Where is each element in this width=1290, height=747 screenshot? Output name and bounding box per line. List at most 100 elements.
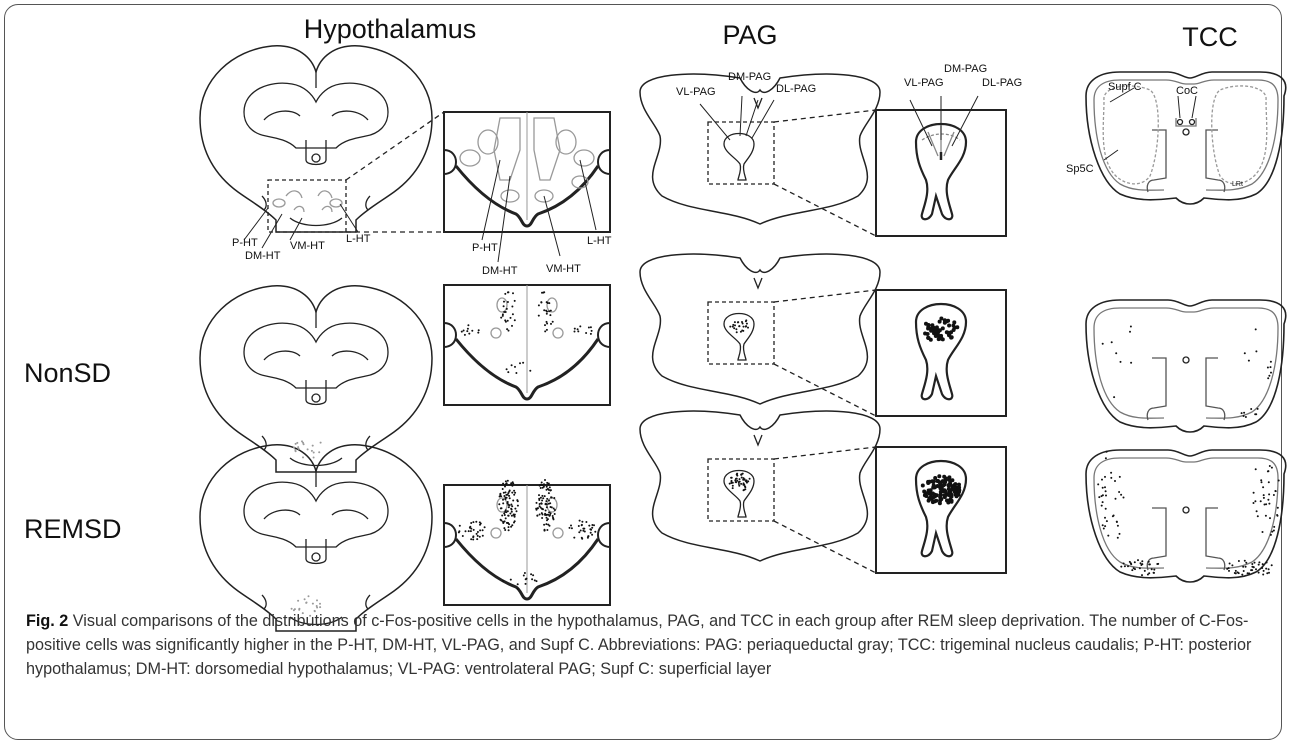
figure-panels: P-HT DM-HT VM-HT L-HT P-HT DM-HT VM-HT L… — [0, 0, 1290, 640]
cell-dot — [949, 492, 953, 496]
cell-dot — [301, 440, 303, 442]
cell-dot — [1265, 503, 1267, 505]
cell-dot — [1243, 415, 1245, 417]
cell-dot — [530, 573, 532, 575]
cell-dot — [507, 371, 509, 373]
cell-dot — [1137, 559, 1139, 561]
cell-dot — [505, 321, 507, 323]
cell-dot — [739, 481, 741, 483]
cell-dot — [505, 311, 507, 313]
cell-dot — [465, 530, 467, 532]
cell-dot — [590, 326, 592, 328]
cell-dot — [1255, 350, 1257, 352]
cell-dot — [1123, 497, 1125, 499]
label-dm-ht-small: DM-HT — [245, 250, 281, 262]
cell-dot — [540, 497, 542, 499]
cell-dot — [537, 507, 539, 509]
cell-dot — [467, 328, 469, 330]
cell-dot — [541, 508, 543, 510]
cell-dot — [545, 310, 547, 312]
cell-dot — [544, 530, 546, 532]
cell-dot — [295, 450, 297, 452]
cell-dot — [578, 525, 580, 527]
cell-dot — [736, 478, 738, 480]
cell-dot — [570, 525, 572, 527]
cell-dot — [549, 314, 551, 316]
cell-dot — [546, 498, 548, 500]
label-supf-c: Supf C — [1108, 81, 1142, 93]
cell-dot — [462, 535, 464, 537]
cell-dot — [952, 328, 956, 332]
cell-dot — [531, 578, 533, 580]
cell-dot — [548, 310, 550, 312]
cell-dot — [1244, 352, 1246, 354]
cell-dot — [513, 522, 515, 524]
label-dm-ht-zoom: DM-HT — [482, 265, 518, 277]
row1-pag-midbrain — [640, 74, 880, 236]
cell-dot — [1228, 570, 1230, 572]
cell-dot — [508, 504, 510, 506]
cell-dot — [524, 572, 526, 574]
label-dl-pag-small: DL-PAG — [776, 83, 816, 95]
cell-dot — [511, 515, 513, 517]
cell-dot — [476, 538, 478, 540]
cell-dot — [937, 474, 941, 478]
cell-dot — [1257, 515, 1259, 517]
cell-dot — [542, 487, 544, 489]
cell-dot — [584, 531, 586, 533]
cell-dot — [546, 301, 548, 303]
cell-dot — [514, 514, 516, 516]
cell-dot — [313, 457, 315, 459]
cell-dot — [945, 319, 949, 323]
cell-dot — [738, 483, 740, 485]
cell-dot — [499, 496, 501, 498]
cell-dot — [505, 491, 507, 493]
cell-dot — [926, 332, 930, 336]
cell-dot — [507, 494, 509, 496]
cell-dot — [1130, 563, 1132, 565]
cell-dot — [591, 524, 593, 526]
label-vl-pag-zoom: VL-PAG — [904, 77, 944, 89]
cell-dot — [1111, 341, 1113, 343]
cell-dot — [470, 528, 472, 530]
cell-dot — [552, 321, 554, 323]
cell-dot — [307, 448, 309, 450]
cell-dot — [544, 330, 546, 332]
cell-dot — [502, 580, 504, 582]
cell-dot — [1237, 571, 1239, 573]
cell-dot — [1141, 563, 1143, 565]
cell-dot — [1105, 457, 1107, 459]
label-vm-ht-small: VM-HT — [290, 240, 325, 252]
cell-dot — [931, 492, 935, 496]
cell-dot — [1269, 517, 1271, 519]
cell-dot — [1148, 563, 1150, 565]
cell-dot — [1258, 561, 1260, 563]
cell-dot — [935, 325, 939, 329]
cell-dot — [548, 492, 550, 494]
cell-dot — [473, 529, 475, 531]
label-dl-pag-zoom: DL-PAG — [982, 77, 1022, 89]
cell-dot — [511, 306, 513, 308]
cell-dot — [1106, 451, 1108, 453]
cell-dot — [732, 324, 734, 326]
label-vm-ht-zoom: VM-HT — [546, 263, 581, 275]
cell-dot — [512, 313, 514, 315]
cell-dot — [1270, 534, 1272, 536]
cell-dot — [541, 503, 543, 505]
cell-dot — [545, 523, 547, 525]
row1-hypothalamus-brain — [200, 46, 444, 248]
cell-dot — [1263, 570, 1265, 572]
cell-dot — [738, 485, 740, 487]
cell-dot — [735, 328, 737, 330]
cell-dot — [546, 321, 548, 323]
cell-dot — [934, 499, 938, 503]
cell-dot — [503, 527, 505, 529]
cell-dot — [302, 456, 304, 458]
cell-dot — [1110, 472, 1112, 474]
cell-dot — [928, 480, 932, 484]
cell-dot — [1278, 480, 1280, 482]
cell-dot — [477, 535, 479, 537]
cell-dot — [546, 482, 548, 484]
cell-dot — [1245, 562, 1247, 564]
cell-dot — [477, 531, 479, 533]
